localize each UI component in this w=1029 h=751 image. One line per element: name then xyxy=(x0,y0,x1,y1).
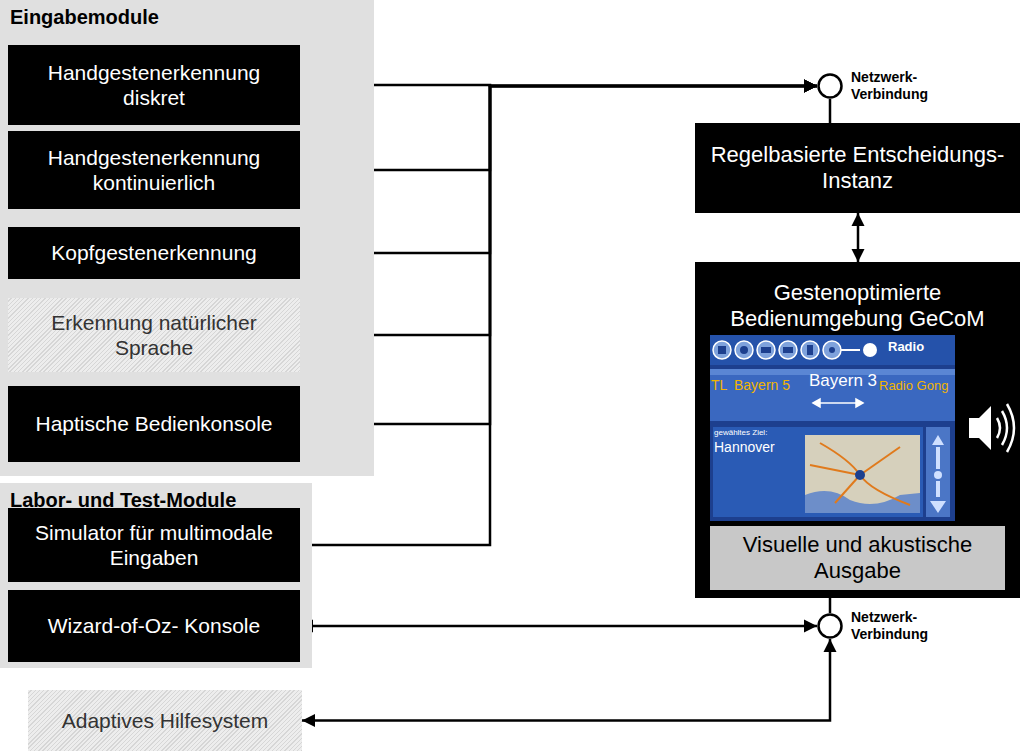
box-text: Kopfgestenerkennung xyxy=(51,240,257,265)
group-title: Eingabemodule xyxy=(10,6,159,29)
box-text: Simulator für multimodale Eingaben xyxy=(16,520,292,570)
box-text: Handgestenerkennung kontinuierlich xyxy=(16,145,292,195)
test-module: Wizard-of-Oz- Konsole xyxy=(8,590,300,662)
input-module: Handgestenerkennung diskret xyxy=(8,45,300,125)
network-circle xyxy=(817,73,843,99)
help-system: Adaptives Hilfesystem xyxy=(28,690,302,751)
input-module: Erkennung natürlicher Sprache xyxy=(8,298,300,372)
test-module: Simulator für multimodale Eingaben xyxy=(8,508,300,582)
input-module: Haptische Bedienkonsole xyxy=(8,386,300,462)
network-node: Netzwerk- Verbindung xyxy=(817,613,843,639)
box-text: Erkennung natürlicher Sprache xyxy=(16,310,292,360)
network-node: Netzwerk- Verbindung xyxy=(817,73,843,99)
connector xyxy=(302,639,837,727)
box-text: Haptische Bedienkonsole xyxy=(36,411,273,436)
environment-title: Gestenoptimierte Bedienumgebung GeCoM xyxy=(715,280,1000,333)
box-text: Visuelle und akustische Ausgabe xyxy=(718,532,997,585)
connector xyxy=(830,99,831,123)
network-circle xyxy=(817,613,843,639)
network-label: Netzwerk- Verbindung xyxy=(851,69,946,103)
input-module: Handgestenerkennung kontinuierlich xyxy=(8,131,300,209)
module-group: EingabemoduleHandgestenerkennung diskret… xyxy=(0,0,374,476)
connector xyxy=(830,598,831,613)
network-label: Netzwerk- Verbindung xyxy=(851,609,946,643)
box-text: Adaptives Hilfesystem xyxy=(62,708,269,733)
speaker-icon xyxy=(967,398,1017,458)
box-text: Wizard-of-Oz- Konsole xyxy=(48,613,260,638)
screen-illustration xyxy=(710,335,955,521)
box-text: Regelbasierte Entscheidungs-Instanz xyxy=(703,142,1012,195)
decision-box: Regelbasierte Entscheidungs-Instanz xyxy=(695,123,1020,213)
module-group: Labor- und Test-ModuleSimulator für mult… xyxy=(0,483,312,668)
input-module: Kopfgestenerkennung xyxy=(8,227,300,279)
connector xyxy=(300,620,817,633)
operating-environment: Gestenoptimierte Bedienumgebung GeCoM Vis… xyxy=(695,262,1020,598)
box-text: Handgestenerkennung diskret xyxy=(16,60,292,110)
output-box: Visuelle und akustische Ausgabe xyxy=(710,526,1005,590)
connector xyxy=(852,213,865,262)
